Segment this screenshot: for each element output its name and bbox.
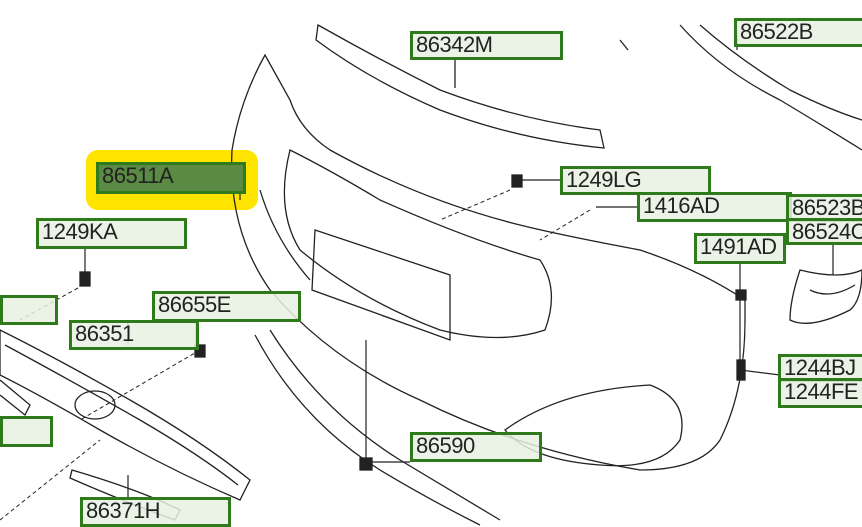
label-86522B[interactable]: 86522B — [734, 18, 862, 47]
label-86524C[interactable]: 86524C — [786, 218, 862, 245]
label-86511A-highlighted[interactable]: 86511A — [96, 162, 246, 194]
label-86351[interactable]: 86351 — [69, 320, 199, 350]
label-1491AD[interactable]: 1491AD — [694, 233, 786, 264]
label-86342M[interactable]: 86342M — [410, 31, 563, 60]
label-1249KA[interactable]: 1249KA — [36, 218, 187, 249]
label-clipped-left-upper[interactable] — [0, 295, 58, 325]
label-1244FE[interactable]: 1244FE — [778, 378, 862, 408]
label-1416AD[interactable]: 1416AD — [637, 192, 792, 222]
label-clipped-left-lower[interactable] — [0, 416, 53, 447]
label-86523B[interactable]: 86523B — [786, 194, 862, 222]
label-1249LG[interactable]: 1249LG — [560, 166, 711, 195]
label-86371H[interactable]: 86371H — [80, 497, 231, 527]
label-86655E[interactable]: 86655E — [152, 291, 301, 322]
label-86590[interactable]: 86590 — [410, 432, 542, 462]
